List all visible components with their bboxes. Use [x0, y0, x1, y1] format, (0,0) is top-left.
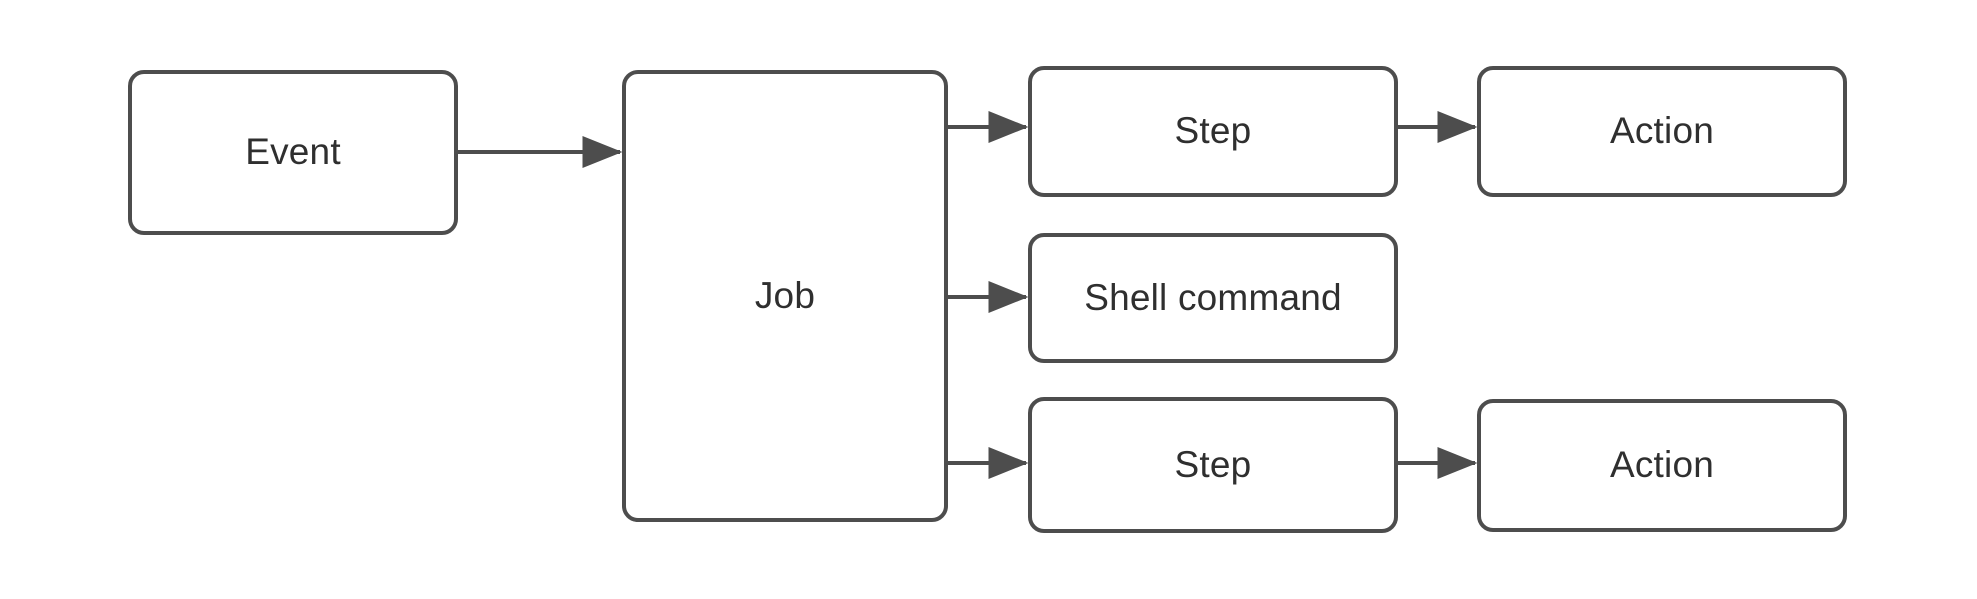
node-label-action-top: Action	[1609, 110, 1715, 152]
node-label-action-bottom: Action	[1609, 444, 1715, 486]
node-label-event: Event	[245, 131, 341, 173]
node-step-bottom[interactable]: Step	[1028, 397, 1398, 533]
node-action-bottom[interactable]: Action	[1477, 399, 1847, 532]
node-label-shell-command: Shell command	[1084, 276, 1342, 318]
node-label-job: Job	[754, 274, 816, 316]
node-event[interactable]: Event	[128, 70, 458, 235]
node-job[interactable]: Job	[622, 70, 948, 522]
node-label-step-bottom: Step	[1174, 443, 1252, 485]
node-shell-command[interactable]: Shell command	[1028, 233, 1398, 363]
node-action-top[interactable]: Action	[1477, 66, 1847, 197]
node-label-step-top: Step	[1174, 110, 1252, 152]
node-step-top[interactable]: Step	[1028, 66, 1398, 197]
